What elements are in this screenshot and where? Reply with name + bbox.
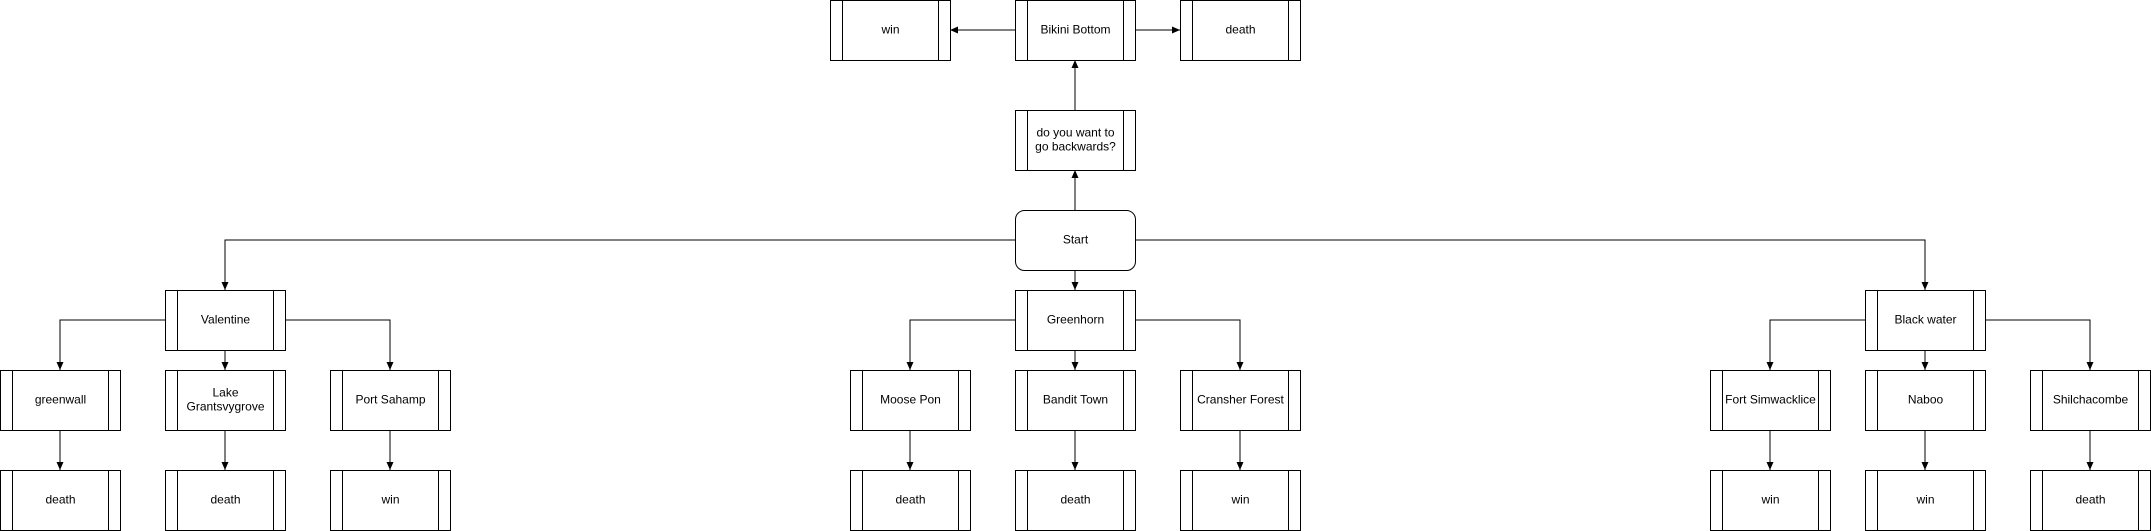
- node-bandit-town-out[interactable]: death: [1015, 470, 1136, 531]
- node-shape: [165, 370, 286, 431]
- edge-black-water-to-shilchacombe: [1985, 319, 2094, 370]
- node-label: death: [1060, 493, 1090, 507]
- node-moose-pon[interactable]: Moose Pon: [850, 370, 971, 431]
- node-shape: [1015, 110, 1136, 171]
- edge-black-water-to-fort-simwacklice: [1766, 319, 1865, 370]
- node-label: Bikini Bottom: [1040, 23, 1110, 37]
- edge-start-to-valentine: [221, 239, 1015, 290]
- node-fort-simwacklice[interactable]: Fort Simwacklice: [1710, 370, 1831, 431]
- node-shape: [1865, 290, 1986, 351]
- edge-greenhorn-to-moose-pon: [906, 319, 1015, 370]
- node-label: death: [1225, 23, 1255, 37]
- node-port-sahamp[interactable]: Port Sahamp: [330, 370, 451, 431]
- node-valentine[interactable]: Valentine: [165, 290, 286, 351]
- node-lake-out[interactable]: death: [165, 470, 286, 531]
- node-naboo[interactable]: Naboo: [1865, 370, 1986, 431]
- node-cransher-forest[interactable]: Cransher Forest: [1180, 370, 1301, 431]
- node-greenwall-out[interactable]: death: [0, 470, 121, 531]
- node-shilchacombe[interactable]: Shilchacombe: [2030, 370, 2151, 431]
- node-shape: [850, 470, 971, 531]
- node-shape: [0, 370, 121, 431]
- node-shape: [1015, 370, 1136, 431]
- node-naboo-out[interactable]: win: [1865, 470, 1986, 531]
- node-start[interactable]: Start: [1015, 210, 1136, 271]
- node-label: win: [1915, 493, 1934, 507]
- node-shape: [1865, 370, 1986, 431]
- node-bb-win[interactable]: win: [830, 0, 951, 61]
- node-label: Cransher Forest: [1197, 393, 1284, 407]
- node-shilchacombe-out[interactable]: death: [2030, 470, 2151, 531]
- node-shape: [830, 0, 951, 61]
- node-shape: [0, 470, 121, 531]
- node-label: Fort Simwacklice: [1725, 393, 1816, 407]
- node-shape: [1015, 470, 1136, 531]
- node-shape: [1015, 0, 1136, 61]
- node-label: win: [380, 493, 399, 507]
- node-label: Black water: [1894, 313, 1956, 327]
- node-label: death: [895, 493, 925, 507]
- node-cransher-forest-out[interactable]: win: [1180, 470, 1301, 531]
- node-label: death: [45, 493, 75, 507]
- node-label: win: [880, 23, 899, 37]
- node-bandit-town[interactable]: Bandit Town: [1015, 370, 1136, 431]
- edges-layer: [56, 26, 2094, 470]
- node-label: Lake: [212, 386, 238, 400]
- edge-greenhorn-to-cransher-forest: [1135, 319, 1244, 370]
- node-shape: [1180, 0, 1301, 61]
- node-label: Valentine: [201, 313, 250, 327]
- node-greenwall[interactable]: greenwall: [0, 370, 121, 431]
- node-shape: [1015, 210, 1136, 271]
- node-shape: [330, 470, 451, 531]
- node-label: death: [210, 493, 240, 507]
- node-label: Bandit Town: [1043, 393, 1108, 407]
- node-label: Grantsvygrove: [186, 400, 264, 414]
- node-label: greenwall: [35, 393, 86, 407]
- node-label: Greenhorn: [1047, 313, 1104, 327]
- node-shape: [850, 370, 971, 431]
- node-label: win: [1230, 493, 1249, 507]
- node-label: do you want to: [1036, 126, 1114, 140]
- node-shape: [1710, 370, 1831, 431]
- node-black-water[interactable]: Black water: [1865, 290, 1986, 351]
- node-label: go backwards?: [1035, 140, 1116, 154]
- edge-valentine-to-port-sahamp: [285, 319, 394, 370]
- node-fort-simwacklice-out[interactable]: win: [1710, 470, 1831, 531]
- node-label: Shilchacombe: [2053, 393, 2129, 407]
- node-label: Naboo: [1908, 393, 1944, 407]
- node-shape: [1015, 290, 1136, 351]
- edge-start-to-black-water: [1135, 239, 1929, 290]
- node-bikini-bottom[interactable]: Bikini Bottom: [1015, 0, 1136, 61]
- node-port-sahamp-out[interactable]: win: [330, 470, 451, 531]
- node-shape: [165, 470, 286, 531]
- node-label: death: [2075, 493, 2105, 507]
- node-shape: [330, 370, 451, 431]
- node-label: Port Sahamp: [355, 393, 425, 407]
- node-bb-death[interactable]: death: [1180, 0, 1301, 61]
- node-greenhorn[interactable]: Greenhorn: [1015, 290, 1136, 351]
- node-shape: [1180, 370, 1301, 431]
- node-label: Moose Pon: [880, 393, 941, 407]
- node-moose-pon-out[interactable]: death: [850, 470, 971, 531]
- node-shape: [1865, 470, 1986, 531]
- node-label: win: [1760, 493, 1779, 507]
- node-shape: [165, 290, 286, 351]
- edge-valentine-to-greenwall: [56, 319, 165, 370]
- node-label: Start: [1063, 233, 1089, 247]
